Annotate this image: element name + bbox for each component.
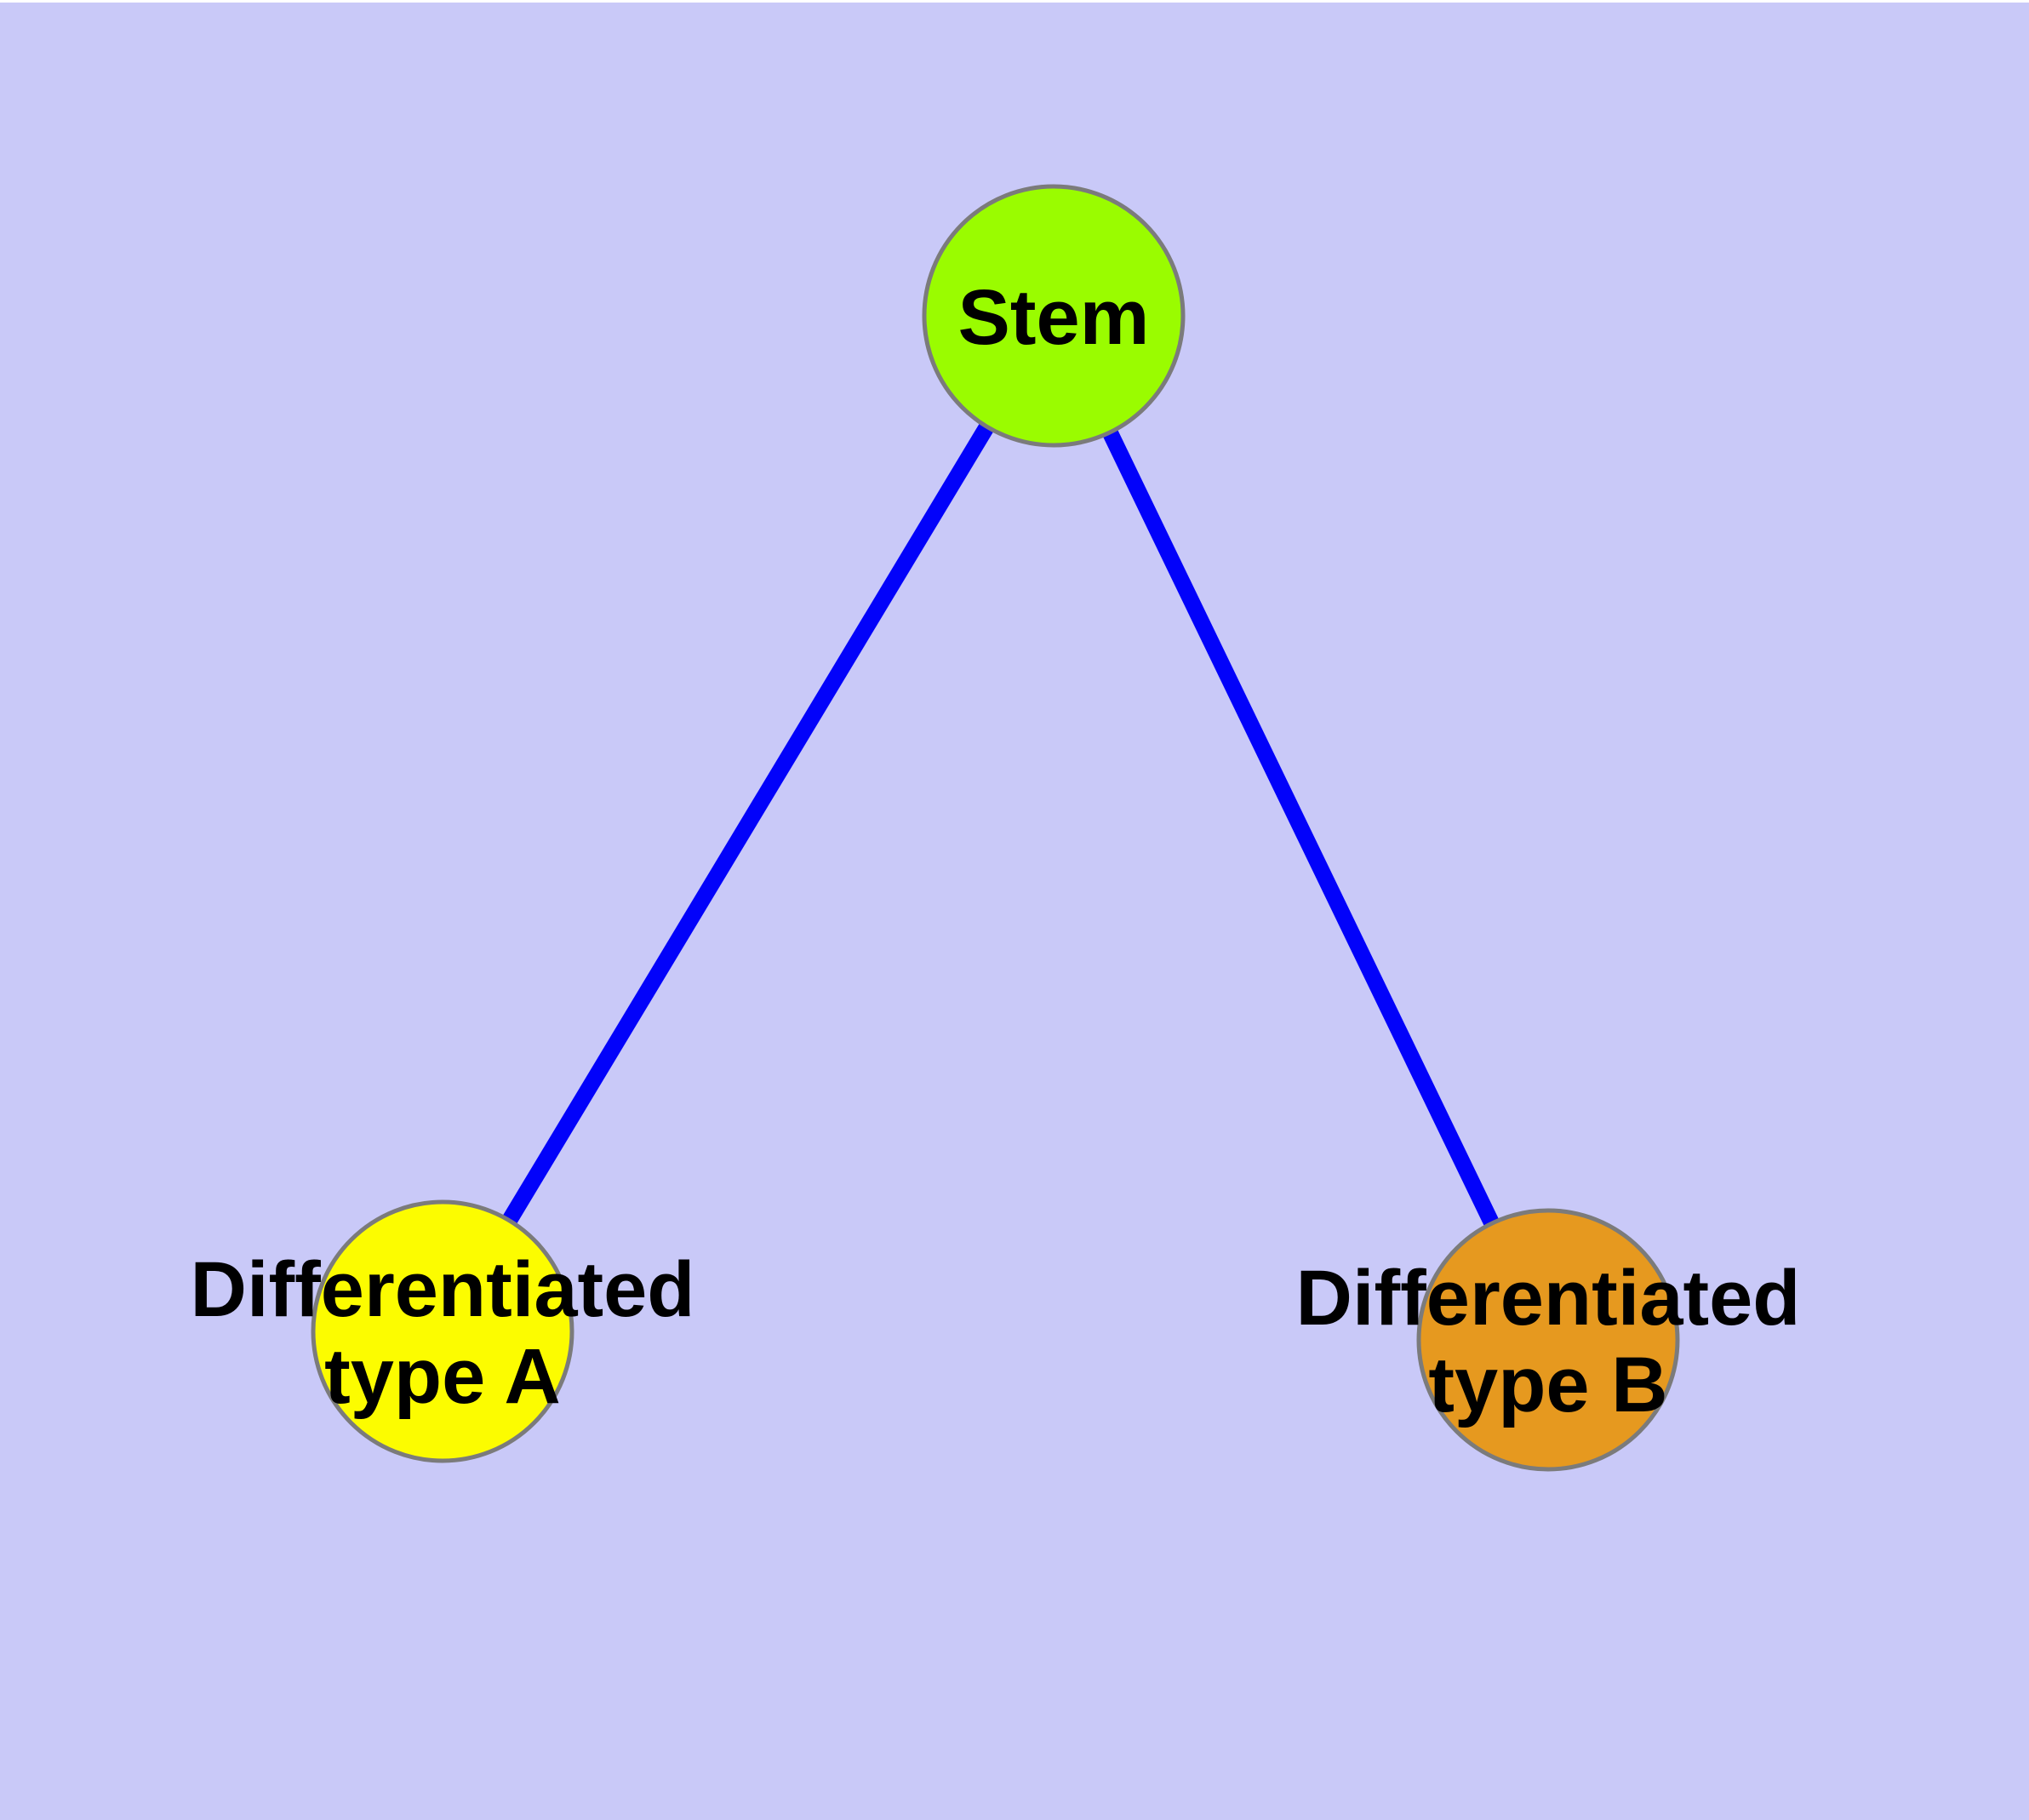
node-label-stem: Stem [958, 274, 1150, 361]
node-label-line: Differentiated [1296, 1255, 1801, 1342]
node-differentiated-type-a [311, 1199, 574, 1463]
edge-stem-to-differentiated-type-a [435, 312, 1061, 1336]
edges-layer [435, 312, 1556, 1344]
node-label-line: Stem [958, 274, 1150, 361]
node-label-line: Differentiated [191, 1246, 695, 1333]
node-stem [922, 184, 1186, 448]
node-differentiated-type-b [1416, 1208, 1680, 1472]
edge-stem-to-differentiated-type-b [1046, 312, 1556, 1344]
node-label-line: type A [324, 1333, 561, 1420]
nodes-layer [311, 184, 1680, 1472]
node-label-line: type B [1428, 1342, 1667, 1428]
